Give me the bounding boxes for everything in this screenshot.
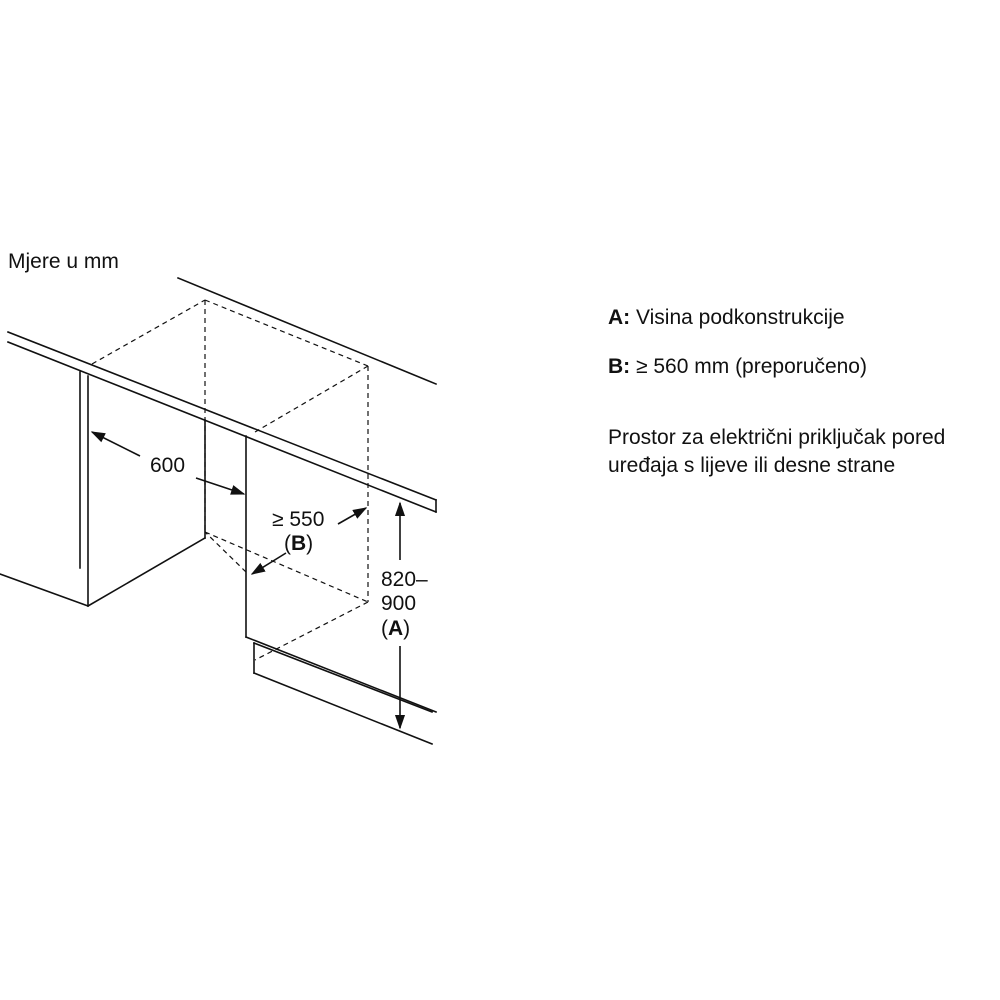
niche-top-back bbox=[204, 299, 369, 367]
rear-wall-edge bbox=[176, 276, 438, 386]
electrical-note-line1: Prostor za električni priključak pored bbox=[608, 426, 946, 449]
worktop-back-edge bbox=[6, 330, 438, 502]
floor-line-front bbox=[252, 671, 434, 746]
height-label-line1: 820– bbox=[381, 568, 428, 591]
legend-a-text: Visina podkonstrukcije bbox=[636, 306, 845, 329]
legend-a-key: A: bbox=[608, 306, 631, 329]
floor-line-back bbox=[252, 641, 434, 714]
legend-a: A: Visina podkonstrukcije bbox=[608, 304, 845, 332]
niche-floor-back bbox=[204, 531, 369, 603]
side-gap-arrow-right bbox=[337, 507, 368, 525]
depth-arrow-a bbox=[90, 431, 141, 457]
right-cabinet-bottom bbox=[244, 635, 438, 714]
worktop-front-edge bbox=[6, 340, 438, 514]
left-cabinet-plinth bbox=[86, 536, 207, 608]
niche-top-left bbox=[91, 299, 206, 365]
niche-floor-right bbox=[254, 601, 369, 661]
height-label-line2: 900 bbox=[381, 592, 416, 615]
legend-b-key: B: bbox=[608, 355, 631, 378]
units-label: Mjere u mm bbox=[8, 250, 119, 273]
left-cabinet-bottom bbox=[0, 573, 90, 608]
niche-floor-left bbox=[204, 531, 247, 573]
depth-arrow-b bbox=[195, 477, 246, 495]
legend-b-text: ≥ 560 mm (preporučeno) bbox=[636, 355, 867, 378]
side-gap-arrow-left bbox=[250, 552, 287, 575]
niche-top-right bbox=[254, 365, 369, 433]
legend-b: B: ≥ 560 mm (preporučeno) bbox=[608, 353, 867, 381]
side-gap-ref-label: (B) bbox=[284, 532, 313, 555]
height-ref-label: (A) bbox=[381, 617, 410, 640]
electrical-note: Prostor za električni priključak pored u… bbox=[608, 424, 945, 480]
depth-label: 600 bbox=[150, 454, 185, 477]
electrical-note-line2: uređaja s lijeve ili desne strane bbox=[608, 454, 896, 477]
side-gap-label: ≥ 550 bbox=[272, 508, 324, 531]
